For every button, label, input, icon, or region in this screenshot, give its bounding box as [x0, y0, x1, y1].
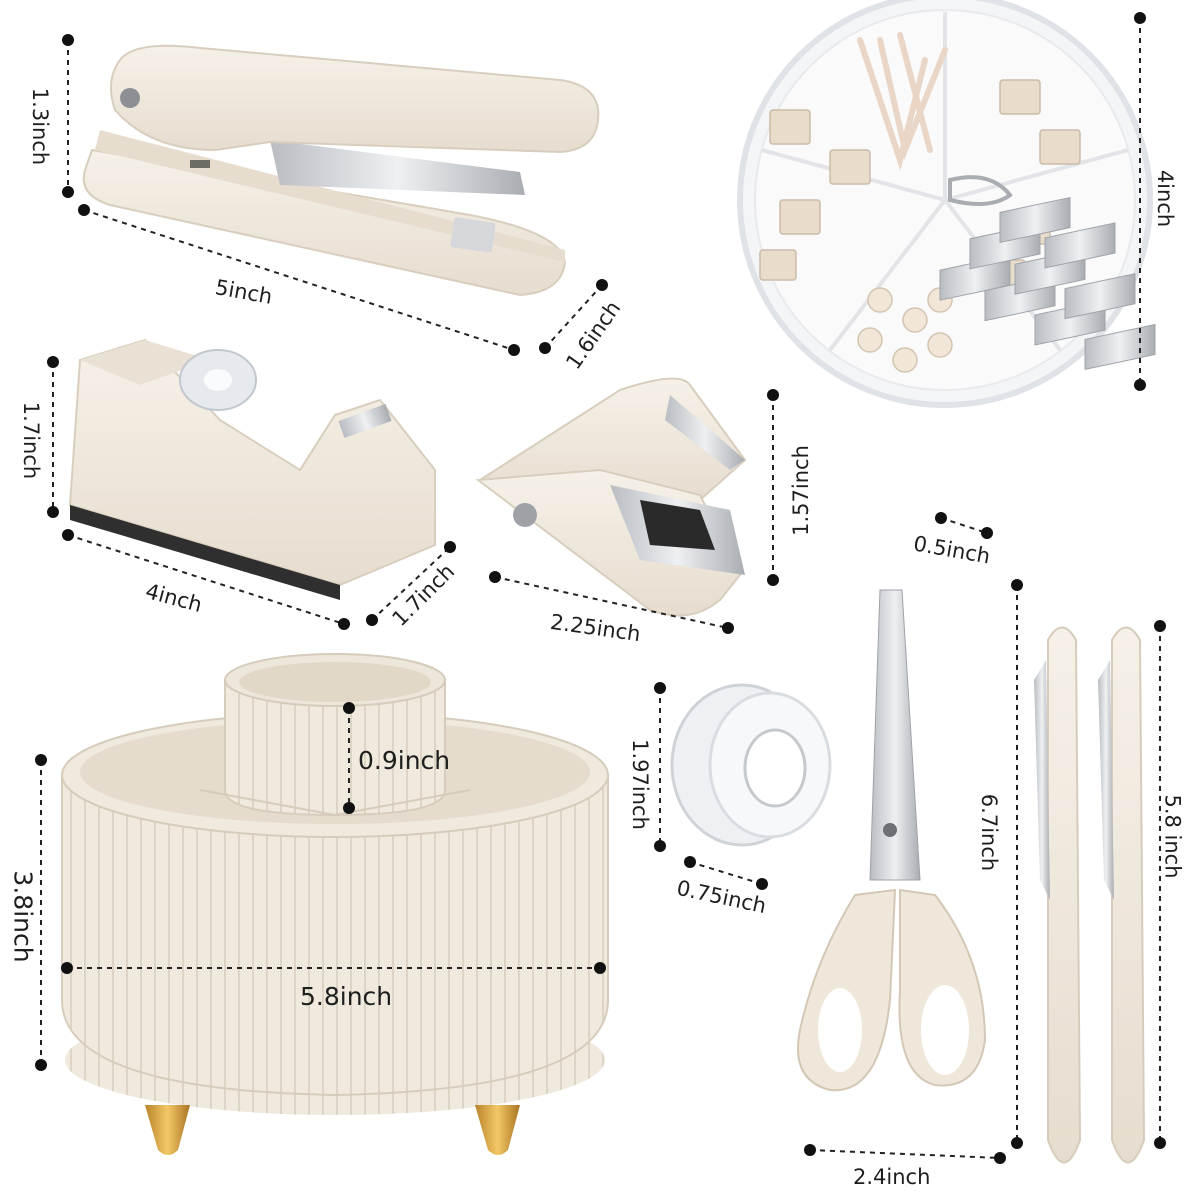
pen-holder-height-label: 3.8inch [8, 870, 38, 963]
tape-roll-height-label: 1.97inch [627, 739, 652, 830]
scissors-width-label: 2.4inch [853, 1165, 931, 1189]
pens-height-label: 5.8 inch [1160, 794, 1185, 879]
tape-dispenser [68, 338, 436, 600]
staples-stack [939, 196, 1156, 370]
pen-holder-width-label: 5.8inch [300, 982, 393, 1011]
staple-remover [475, 377, 747, 617]
dimension-lines [40, 18, 1161, 1159]
tape-roll [670, 683, 832, 847]
pen-holder [61, 653, 609, 1155]
clip-organizer-diameter-label: 4inch [1153, 169, 1178, 228]
pen-holder-inner-height-label: 0.9inch [358, 746, 451, 775]
stapler-height-label: 1.3inch [28, 87, 53, 166]
scissors [797, 589, 987, 1092]
staple-remover-height-label: 1.57inch [788, 445, 813, 536]
dimension-endpoints [35, 12, 1166, 1164]
scissors-height-label: 6.7inch [977, 793, 1002, 872]
stapler [82, 44, 600, 297]
tape-dispenser-height-label: 1.7inch [19, 401, 44, 480]
pens [1034, 626, 1146, 1164]
